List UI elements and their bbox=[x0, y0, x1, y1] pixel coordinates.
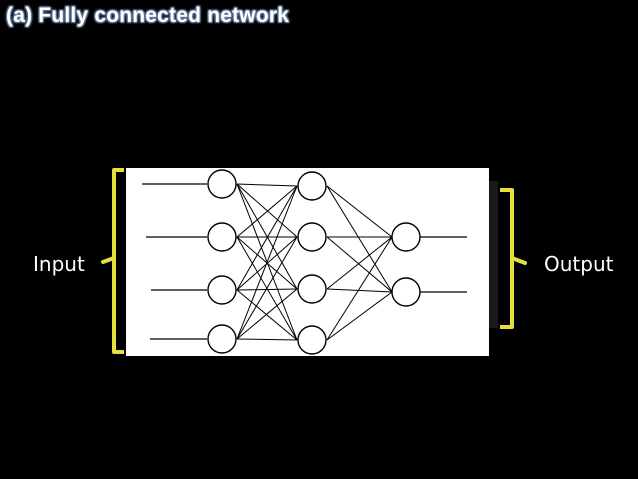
node-circle bbox=[297, 222, 327, 252]
output-lines bbox=[420, 236, 467, 293]
output-bracket-tip bbox=[510, 256, 527, 265]
hidden-layer bbox=[297, 171, 327, 355]
input-label: Input bbox=[33, 252, 85, 276]
node-circle bbox=[297, 274, 327, 304]
node-circle bbox=[391, 277, 421, 307]
panel-edge bbox=[489, 181, 498, 328]
node-circle bbox=[391, 222, 421, 252]
node-circle bbox=[297, 171, 327, 201]
connections-layer1-layer2 bbox=[236, 183, 298, 341]
input-lines bbox=[142, 183, 207, 340]
node-circle bbox=[207, 222, 237, 252]
node-circle bbox=[207, 324, 237, 354]
output-layer bbox=[391, 222, 421, 307]
node-circle bbox=[207, 169, 237, 199]
slide-title: (a) Fully connected network bbox=[6, 4, 290, 27]
input-layer bbox=[207, 169, 237, 354]
node-circle bbox=[297, 325, 327, 355]
input-bracket bbox=[112, 168, 124, 354]
node-circle bbox=[207, 275, 237, 305]
connections-layer2-layer3 bbox=[326, 185, 393, 341]
output-label: Output bbox=[544, 252, 614, 276]
input-bracket-tip bbox=[101, 256, 116, 264]
